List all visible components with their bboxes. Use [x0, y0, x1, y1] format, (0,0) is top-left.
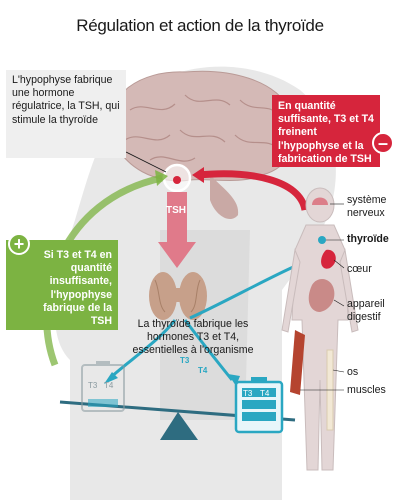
label-systeme-nerveux: système nerveux	[347, 194, 387, 219]
plus-icon: +	[8, 233, 30, 255]
hypophyse-info-box: L'hypophyse fabrique une hormone régulat…	[6, 70, 126, 158]
thyroid-description: La thyroïde fabrique les hormones T3 et …	[132, 318, 254, 356]
battery-full-t3: T3	[243, 389, 253, 398]
label-muscles: muscles	[347, 384, 386, 396]
negative-feedback-box: En quantité suffisante, T3 et T4 freinen…	[272, 95, 380, 167]
battery-low-t3: T3	[88, 381, 98, 390]
hormone-arrow-t3: T3	[180, 356, 190, 365]
battery-full-t4: T4	[260, 389, 270, 398]
positive-feedback-box: Si T3 et T4 en quantité insuffisante, l'…	[6, 240, 118, 330]
label-os: os	[347, 366, 359, 378]
tsh-label: TSH	[166, 205, 186, 216]
brain-illustration	[109, 70, 297, 220]
negative-feedback-arrow	[197, 170, 309, 211]
label-appareil-digestif: appareil digestif	[347, 298, 385, 323]
organ-pointer-lines	[300, 203, 345, 391]
label-coeur: cœur	[347, 263, 372, 275]
label-thyroide: thyroïde	[347, 233, 389, 245]
tsh-arrow	[158, 192, 196, 268]
battery-low-t4: T4	[104, 381, 114, 390]
hormone-arrow-t4: T4	[198, 366, 208, 375]
page-title: Régulation et action de la thyroïde	[76, 16, 324, 35]
thyroid-illustration	[149, 272, 207, 320]
battery-low	[81, 361, 125, 412]
minus-icon: –	[372, 132, 394, 154]
battery-full	[234, 377, 284, 434]
